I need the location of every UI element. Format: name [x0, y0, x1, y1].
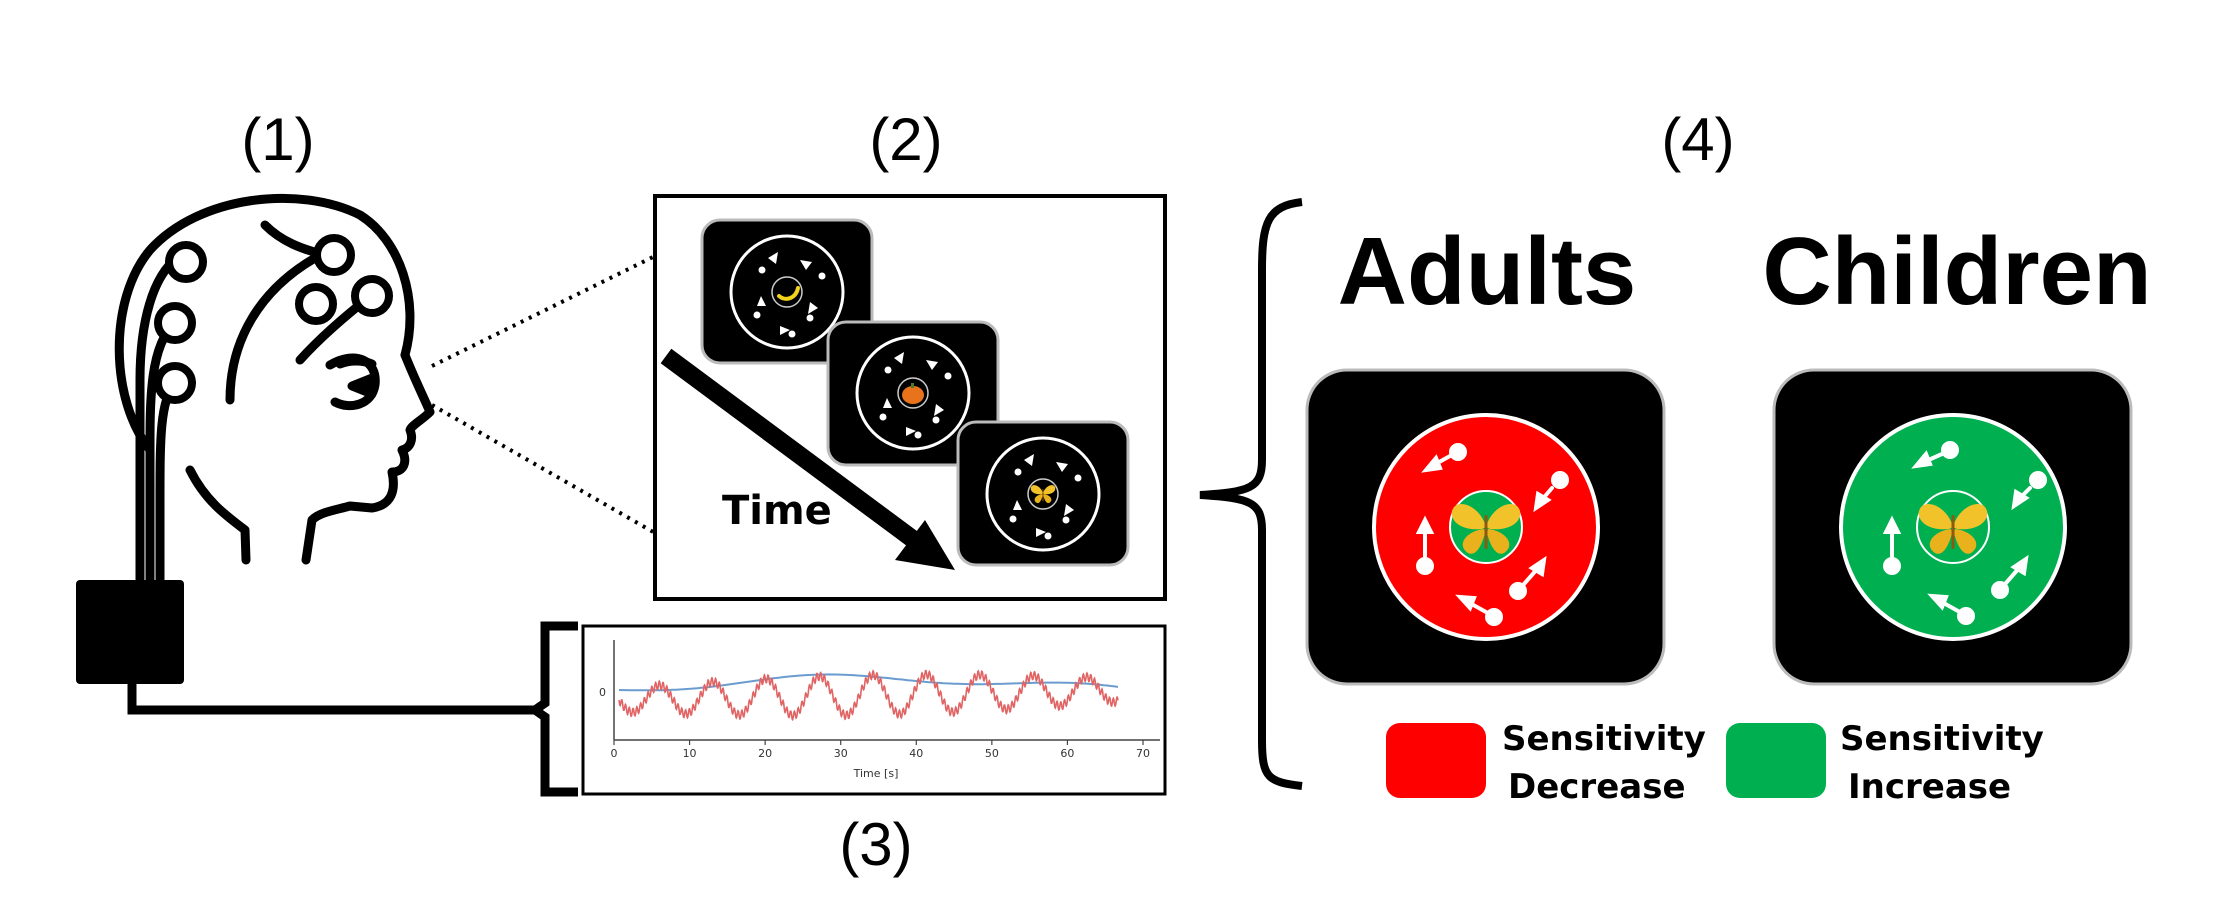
- signal-x-tick-label: 60: [1060, 747, 1074, 760]
- signal-x-tick-label: 40: [909, 747, 923, 760]
- signal-bracket: [527, 621, 578, 797]
- legend-green-line1: Sensitivity: [1840, 719, 2044, 759]
- panel-label-3: (3): [839, 811, 912, 878]
- time-label: Time: [722, 488, 832, 534]
- group-title-adults: Adults: [1338, 218, 1637, 325]
- signal-x-tick-label: 20: [758, 747, 772, 760]
- banana-icon: [777, 286, 800, 301]
- stimulus-frame-3: [956, 420, 1130, 567]
- panel-label-2: (2): [869, 106, 942, 173]
- legend-green-line2: Increase: [1848, 767, 2011, 807]
- children-stimulus: [1772, 368, 2133, 686]
- signal-y-tick: 0: [599, 686, 606, 699]
- legend: Sensitivity Decrease Sensitivity Increas…: [1386, 719, 2044, 807]
- amplifier-cable: [127, 684, 540, 715]
- signal-x-tick-label: 0: [611, 747, 618, 760]
- legend-red-line2: Decrease: [1508, 767, 1686, 807]
- signal-x-tick-label: 10: [683, 747, 697, 760]
- electrodes: [154, 234, 393, 404]
- signal-plot: 0 10 20 30 40 50 60 70 0 Time [s]: [581, 624, 1167, 796]
- signal-x-tick-label: 30: [834, 747, 848, 760]
- signal-red-trace: [618, 669, 1119, 722]
- adults-stimulus: [1305, 368, 1666, 686]
- amplifier-box: [76, 580, 184, 684]
- panel-label-4: (4): [1661, 106, 1734, 173]
- zoom-line-top: [431, 254, 656, 368]
- zoom-line-bottom: [431, 403, 656, 535]
- panel-label-1: (1): [241, 106, 314, 173]
- pumpkin-icon: [902, 383, 924, 404]
- stimulus-frame-2: [826, 320, 1000, 467]
- stimulus-frame-1: [700, 218, 874, 365]
- legend-swatch-red: [1386, 723, 1486, 798]
- legend-red-line1: Sensitivity: [1502, 719, 1706, 759]
- signal-x-tick-label: 70: [1136, 747, 1150, 760]
- legend-swatch-green: [1726, 723, 1826, 798]
- time-arrow: [660, 348, 955, 570]
- results-bracket: [1199, 198, 1303, 790]
- group-title-children: Children: [1762, 218, 2151, 325]
- signal-x-label: Time [s]: [853, 767, 899, 780]
- signal-x-tick-label: 50: [985, 747, 999, 760]
